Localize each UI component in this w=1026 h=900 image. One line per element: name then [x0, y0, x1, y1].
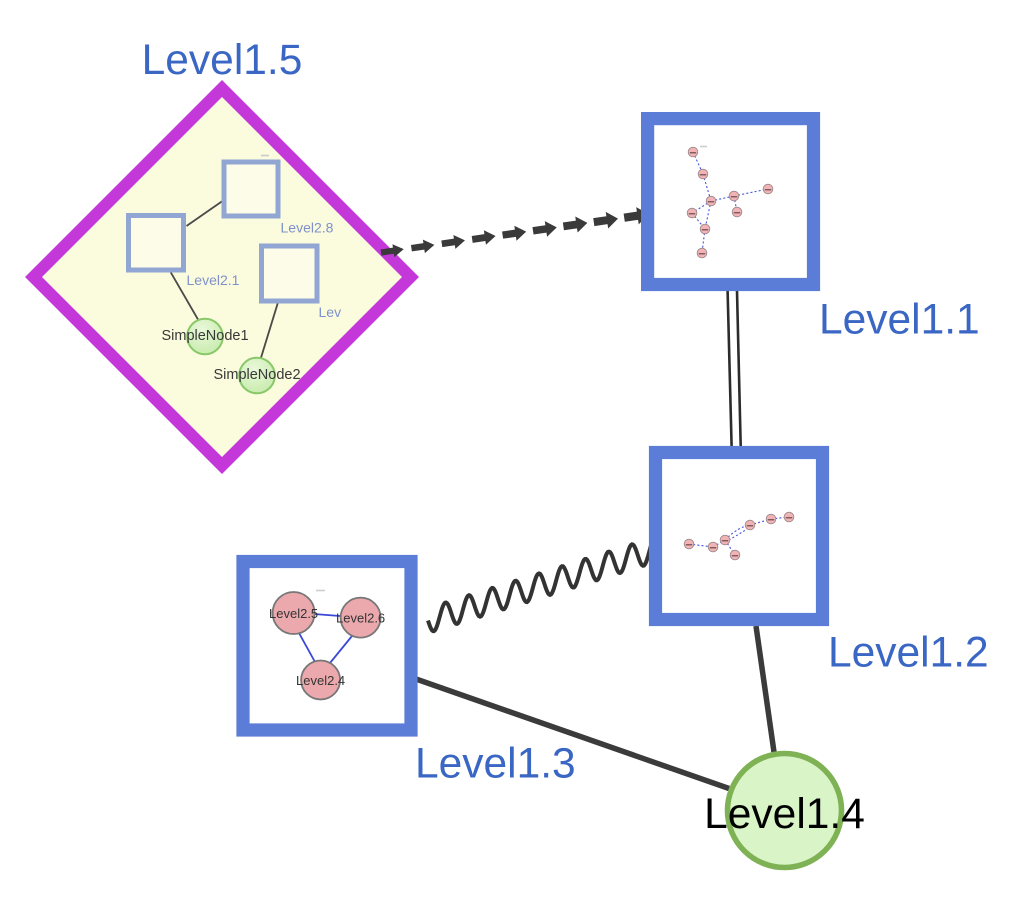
- svg-text:Lev: Lev: [319, 304, 342, 320]
- svg-text:Level1.5: Level1.5: [142, 37, 303, 84]
- svg-text:Level2.5: Level2.5: [269, 606, 318, 621]
- svg-text:Level2.1: Level2.1: [187, 272, 240, 288]
- svg-text:Level2.8: Level2.8: [281, 220, 334, 236]
- svg-text:SimpleNode2: SimpleNode2: [213, 367, 300, 383]
- svg-text:Level1.4: Level1.4: [704, 791, 865, 838]
- svg-text:SimpleNode1: SimpleNode1: [161, 328, 248, 344]
- svg-text:Level1.3: Level1.3: [415, 741, 576, 788]
- svg-text:Level1.1: Level1.1: [819, 297, 980, 344]
- svg-text:Level1.2: Level1.2: [828, 630, 989, 677]
- svg-text:Level2.4: Level2.4: [296, 673, 345, 688]
- svg-text:Level2.6: Level2.6: [336, 611, 385, 626]
